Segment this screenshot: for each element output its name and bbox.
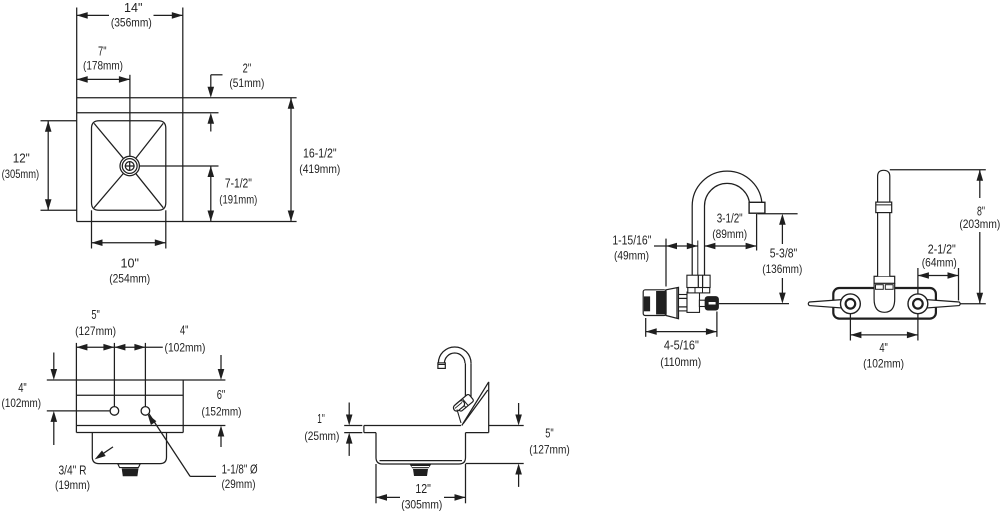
svg-text:4": 4" (879, 340, 888, 355)
svg-text:(152mm): (152mm) (202, 405, 242, 419)
svg-text:(356mm): (356mm) (111, 16, 152, 30)
svg-text:(305mm): (305mm) (401, 498, 442, 512)
svg-text:5-3/8": 5-3/8" (770, 246, 798, 261)
svg-text:3/4" R: 3/4" R (59, 463, 87, 478)
svg-text:5": 5" (91, 307, 100, 322)
svg-text:6": 6" (217, 387, 226, 402)
svg-text:(64mm): (64mm) (922, 255, 957, 269)
svg-text:(102mm): (102mm) (165, 341, 206, 355)
svg-text:(51mm): (51mm) (229, 76, 264, 90)
svg-text:(136mm): (136mm) (762, 262, 802, 276)
svg-text:12": 12" (13, 151, 30, 166)
svg-text:2-1/2": 2-1/2" (928, 241, 956, 256)
svg-text:5": 5" (545, 425, 554, 440)
svg-text:(19mm): (19mm) (55, 478, 90, 492)
svg-text:(127mm): (127mm) (529, 443, 570, 457)
svg-text:(254mm): (254mm) (109, 272, 150, 286)
svg-text:(29mm): (29mm) (222, 477, 256, 491)
svg-text:1-15/16": 1-15/16" (612, 232, 651, 247)
svg-text:(178mm): (178mm) (83, 59, 123, 73)
svg-text:8": 8" (977, 204, 985, 219)
svg-text:(419mm): (419mm) (299, 162, 340, 176)
svg-text:(89mm): (89mm) (712, 227, 747, 241)
svg-text:2": 2" (243, 60, 252, 75)
svg-text:12": 12" (415, 481, 431, 496)
svg-text:(305mm): (305mm) (2, 167, 40, 181)
svg-text:(25mm): (25mm) (304, 429, 339, 443)
svg-text:16-1/2": 16-1/2" (303, 145, 337, 160)
svg-text:(110mm): (110mm) (660, 355, 701, 369)
svg-text:(127mm): (127mm) (75, 324, 116, 338)
svg-text:1-1/8" Ø: 1-1/8" Ø (222, 462, 258, 477)
svg-text:1": 1" (317, 411, 325, 426)
svg-text:(191mm): (191mm) (219, 193, 257, 207)
svg-text:10": 10" (121, 256, 140, 271)
svg-text:7": 7" (98, 44, 107, 59)
svg-text:(203mm): (203mm) (959, 217, 1000, 231)
svg-text:4-5/16": 4-5/16" (664, 337, 699, 352)
svg-text:14": 14" (124, 0, 143, 15)
svg-text:7-1/2": 7-1/2" (225, 176, 252, 191)
svg-text:4": 4" (18, 380, 27, 395)
svg-text:(102mm): (102mm) (863, 356, 904, 370)
svg-text:4": 4" (180, 323, 189, 338)
svg-text:(49mm): (49mm) (614, 249, 649, 263)
svg-text:(102mm): (102mm) (2, 396, 42, 410)
svg-text:3-1/2": 3-1/2" (717, 211, 743, 226)
